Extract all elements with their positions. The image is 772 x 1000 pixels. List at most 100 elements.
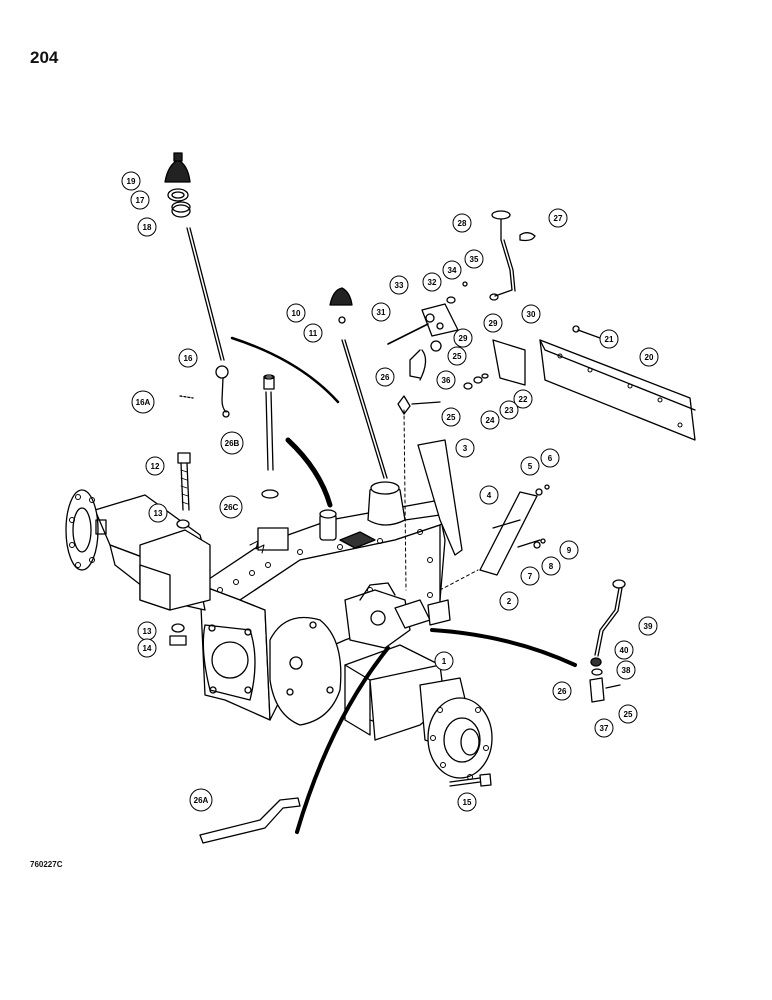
callout-circle [479,485,499,505]
callout-38: 38 [616,660,636,680]
support-brackets [417,439,550,576]
callout-circle [559,540,579,560]
callout-label: 37 [600,724,609,733]
callout-39: 39 [638,616,658,636]
callout-circle [594,718,614,738]
callout-36: 36 [436,370,456,390]
callout-28: 28 [452,213,472,233]
callout-circle [638,616,658,636]
callout-circle [499,591,519,611]
callout-circle [614,640,634,660]
bolt-and-link [199,773,492,844]
callout-circle [375,367,395,387]
callout-circle [441,407,461,427]
callout-label: 25 [624,710,633,719]
callout-32: 32 [422,272,442,292]
callout-26: 26 [552,681,572,701]
callout-circle [434,651,454,671]
callout-label: 16 [184,354,193,363]
callout-18: 18 [137,217,157,237]
callout-label: 1 [442,657,447,666]
callout-circle [137,217,157,237]
callout-29: 29 [453,328,473,348]
callout-circle [552,681,572,701]
callout-circle [303,323,323,343]
callout-circle [131,390,155,414]
callout-label: 32 [428,278,437,287]
callout-circle [618,704,638,724]
callout-4: 4 [479,485,499,505]
callout-19: 19 [121,171,141,191]
drawing-code: 760227C [30,860,63,869]
callout-15: 15 [457,792,477,812]
callout-circle [178,348,198,368]
left-axle-housing [65,489,211,611]
callout-40: 40 [614,640,634,660]
callout-circle [189,788,213,812]
callout-5: 5 [520,456,540,476]
callout-circle [639,347,659,367]
callout-circle [513,389,533,409]
callout-25: 25 [441,407,461,427]
callout-20: 20 [639,347,659,367]
callout-29: 29 [483,313,503,333]
callout-7: 7 [520,566,540,586]
callout-8: 8 [541,556,561,576]
callout-24: 24 [480,410,500,430]
callout-label: 13 [143,627,152,636]
callout-label: 24 [486,416,495,425]
callout-label: 15 [463,798,472,807]
callout-17: 17 [130,190,150,210]
callout-21: 21 [599,329,619,349]
callout-26c: 26C [219,495,243,519]
callout-16: 16 [178,348,198,368]
callout-9: 9 [559,540,579,560]
callout-13: 13 [137,621,157,641]
callout-circle [540,448,560,468]
callout-10: 10 [286,303,306,323]
range-lever-assembly [164,152,230,418]
callout-1: 1 [434,651,454,671]
callout-35: 35 [464,249,484,269]
callout-label: 26A [194,796,209,805]
dipstick [261,374,279,499]
callout-37: 37 [594,718,614,738]
callout-16a: 16A [131,390,155,414]
callout-label: 22 [519,395,528,404]
callout-circle [137,638,157,658]
callout-label: 16A [136,398,151,407]
callout-circle [457,792,477,812]
callout-label: 5 [528,462,533,471]
callout-11: 11 [303,323,323,343]
callout-label: 28 [458,219,467,228]
callout-label: 21 [605,335,614,344]
callout-label: 27 [554,214,563,223]
callout-3: 3 [455,438,475,458]
callout-circle [130,190,150,210]
callout-label: 2 [507,597,512,606]
callout-22: 22 [513,389,533,409]
callout-circle [447,346,467,366]
callout-circle [219,495,243,519]
callout-label: 26C [224,503,239,512]
callout-label: 14 [143,644,152,653]
callout-circle [520,566,540,586]
callout-12: 12 [145,456,165,476]
callout-label: 29 [489,319,498,328]
transmission-housing [199,481,456,726]
callout-label: 40 [620,646,629,655]
callout-label: 26B [225,439,240,448]
callout-label: 7 [528,572,533,581]
callout-circle [148,503,168,523]
control-lever-linkage [387,210,536,415]
callout-bubbles: 1917181616A101126B26C1213131428273534323… [121,171,659,812]
callout-6: 6 [540,448,560,468]
callout-circle [455,438,475,458]
callout-circle [453,328,473,348]
callout-label: 26 [558,687,567,696]
bolt-and-nuts [169,452,191,646]
callout-circle [389,275,409,295]
callout-label: 35 [470,255,479,264]
callout-label: 12 [151,462,160,471]
